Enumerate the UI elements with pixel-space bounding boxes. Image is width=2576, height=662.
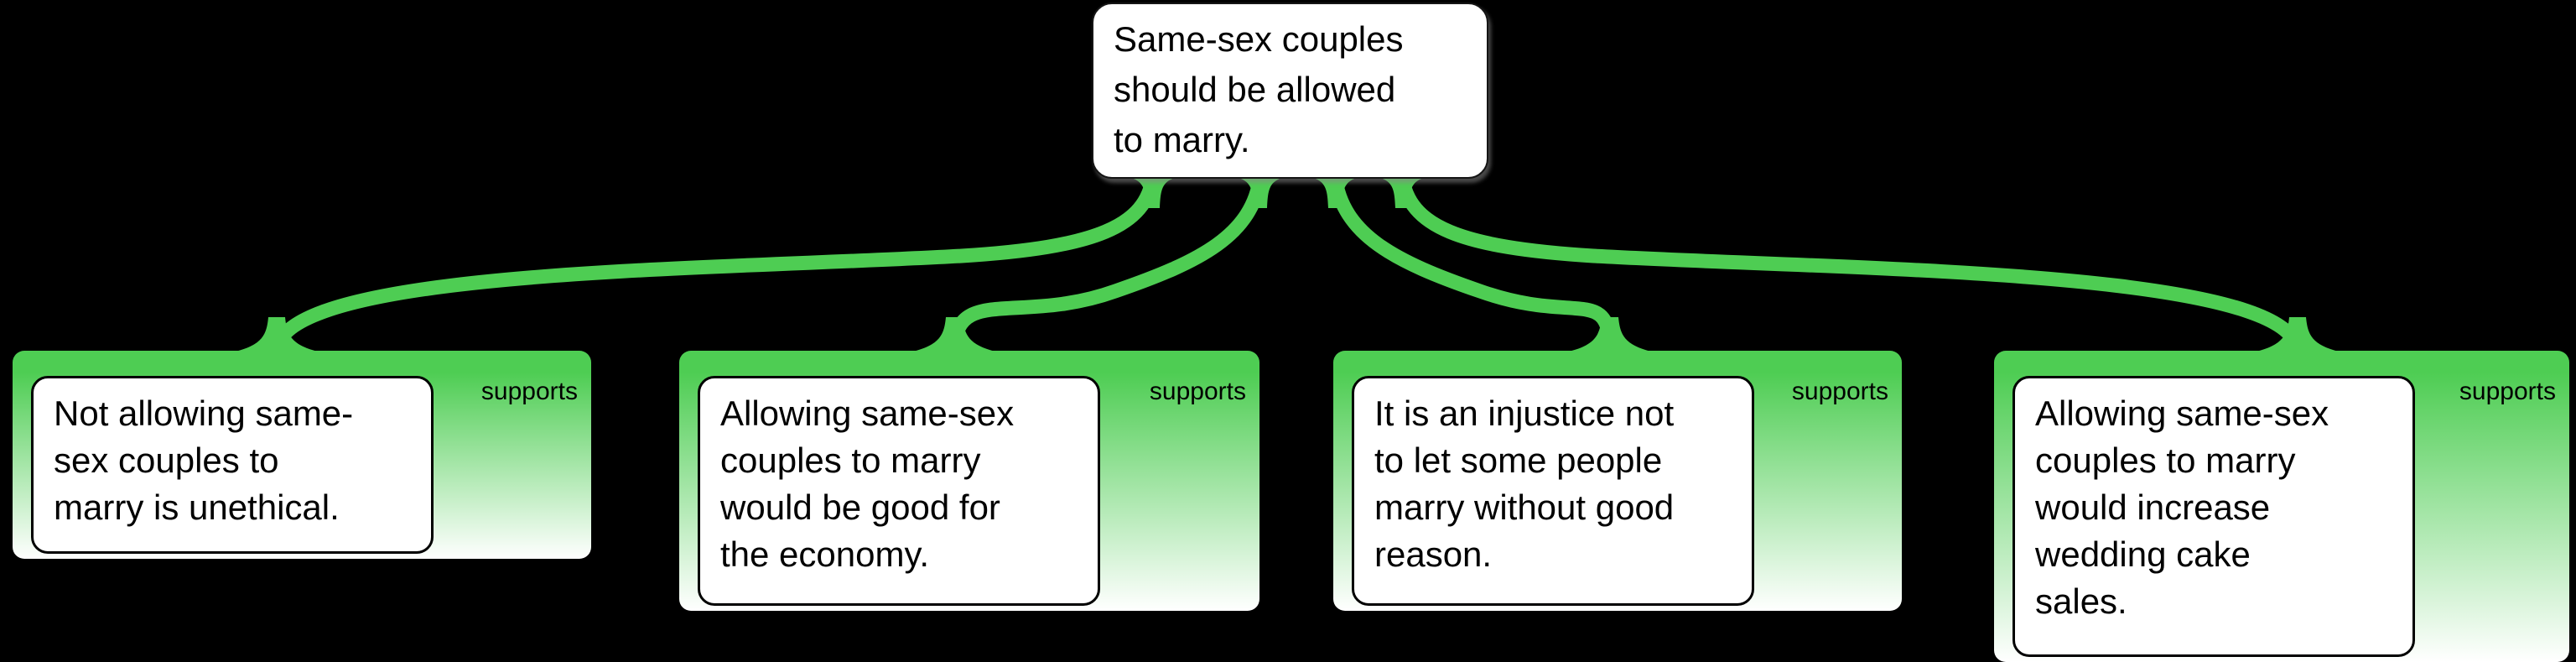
connector-claim-premise-4 xyxy=(1394,175,2305,354)
premise-node-2[interactable]: supports Allowing same-sex couples to ma… xyxy=(679,351,1259,611)
reason-text: It is an injustice not to let some peopl… xyxy=(1374,394,1675,574)
connector-claim-premise-1 xyxy=(269,175,1161,354)
reason-text: Allowing same-sex couples to marry would… xyxy=(2035,394,2329,621)
stem-flare-claim-3 xyxy=(1313,178,1357,208)
stem-flare-premise-2 xyxy=(909,317,1000,352)
relation-label: supports xyxy=(2459,378,2556,405)
stem-flare-claim-2 xyxy=(1239,178,1282,208)
reason-text: Allowing same-sex couples to marry would… xyxy=(720,394,1015,574)
stem-flare-premise-3 xyxy=(1565,317,1655,352)
premise-node-3[interactable]: supports It is an injustice not to let s… xyxy=(1333,351,1902,611)
reason-box[interactable]: Allowing same-sex couples to marry would… xyxy=(698,376,1100,606)
stem-flare-premise-1 xyxy=(231,317,322,352)
reason-box[interactable]: Not allowing same- sex couples to marry … xyxy=(31,376,434,554)
stem-flare-claim-1 xyxy=(1131,178,1175,208)
connector-claim-premise-2 xyxy=(947,175,1268,353)
connector-claim-premise-3 xyxy=(1327,175,1618,353)
stem-flare-claim-4 xyxy=(1380,178,1424,208)
reason-text: Not allowing same- sex couples to marry … xyxy=(54,394,354,527)
premise-node-1[interactable]: supports Not allowing same- sex couples … xyxy=(13,351,591,559)
premise-node-4[interactable]: supports Allowing same-sex couples to ma… xyxy=(1994,351,2569,662)
reason-box[interactable]: It is an injustice not to let some peopl… xyxy=(1352,376,1754,606)
relation-label: supports xyxy=(480,378,578,405)
reason-box[interactable]: Allowing same-sex couples to marry would… xyxy=(2012,376,2415,657)
claim-text: Same-sex couples should be allowed to ma… xyxy=(1114,19,1404,159)
claim-node[interactable]: Same-sex couples should be allowed to ma… xyxy=(1092,3,1488,179)
relation-label: supports xyxy=(1149,378,1246,405)
stem-flare-premise-4 xyxy=(2252,317,2343,352)
relation-label: supports xyxy=(1791,378,1888,405)
